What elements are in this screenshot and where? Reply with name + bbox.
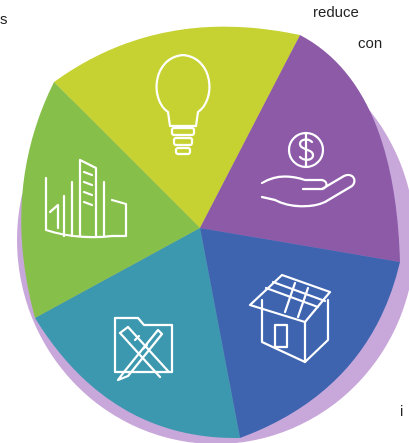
text-fragment-top-right: reduce (313, 4, 359, 21)
hand-dollar-icon (260, 131, 356, 208)
segment-buildings (21, 82, 200, 318)
solar-house-icon (248, 273, 332, 364)
segment-money (200, 35, 400, 262)
text-fragment-right: con (358, 35, 383, 52)
segment-solar-house (200, 228, 400, 438)
design-folder-icon (113, 316, 174, 382)
segment-design (35, 228, 240, 439)
text-fragment-left: s (0, 11, 8, 28)
lightbulb-icon (155, 53, 211, 156)
text-fragment-bottom-right: i (400, 403, 404, 420)
buildings-icon (44, 158, 128, 239)
